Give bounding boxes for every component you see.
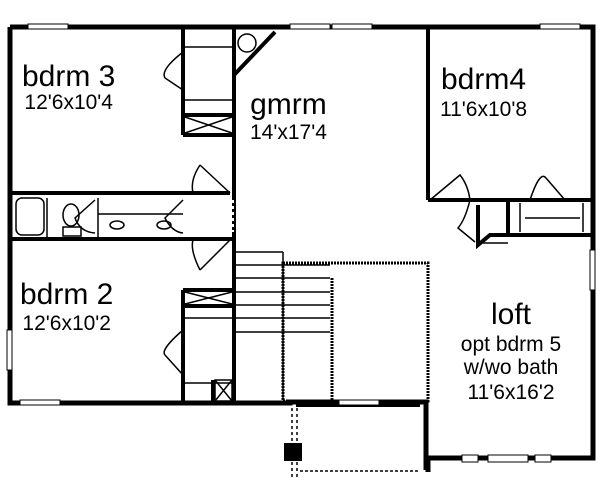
room-name: bdrm 2 bbox=[20, 278, 114, 311]
room-gmrm: gmrm 14'x17'4 bbox=[250, 88, 327, 144]
room-name: loft bbox=[490, 298, 532, 331]
windows bbox=[6, 23, 596, 463]
room-name: gmrm bbox=[250, 88, 327, 121]
room-name: bdrm 3 bbox=[22, 60, 116, 93]
room-size: 11'6x16'2 bbox=[467, 381, 555, 404]
room-note: w/wo bath bbox=[463, 356, 559, 379]
room-loft: loft opt bdrm 5 w/wo bath 11'6x16'2 bbox=[430, 298, 592, 404]
room-size: 14'x17'4 bbox=[250, 121, 327, 144]
room-size: 11'6x10'8 bbox=[440, 98, 528, 121]
room-size: 12'6x10'4 bbox=[24, 91, 113, 114]
room-bdrm3: bdrm 3 12'6x10'4 bbox=[22, 60, 116, 114]
room-bdrm4: bdrm4 11'6x10'8 bbox=[440, 63, 528, 121]
room-name: bdrm4 bbox=[441, 63, 527, 96]
room-note: opt bdrm 5 bbox=[460, 333, 562, 356]
room-bdrm2: bdrm 2 12'6x10'2 bbox=[20, 278, 114, 335]
room-size: 12'6x10'2 bbox=[22, 312, 111, 335]
